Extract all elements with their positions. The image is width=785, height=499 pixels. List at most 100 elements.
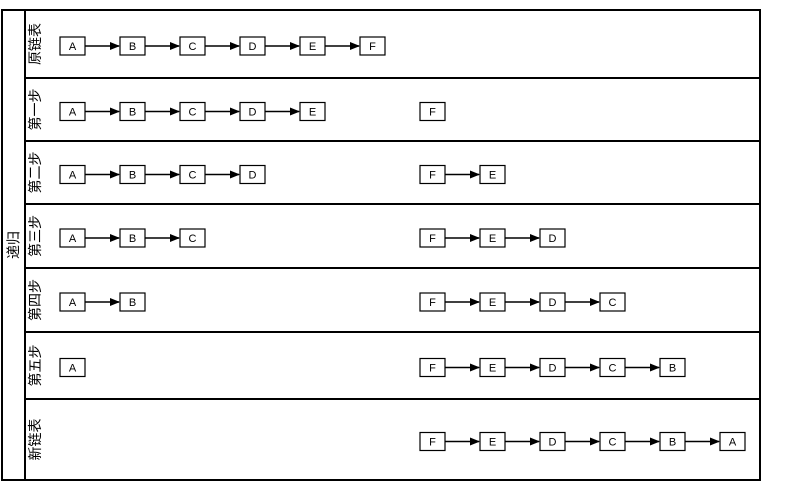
list-node: B (659, 431, 686, 452)
node-label: F (429, 363, 436, 375)
list-node: C (599, 357, 626, 378)
node-label: C (189, 41, 197, 53)
node-label: D (249, 170, 257, 182)
list-node: E (299, 36, 326, 56)
list-node: D (539, 431, 566, 452)
list-node: A (59, 292, 86, 312)
node-box (719, 431, 746, 452)
node-box (299, 101, 326, 122)
node-label: E (309, 41, 316, 53)
step-row: 原链表 A B C D E F (28, 23, 386, 65)
list-node: F (419, 101, 446, 122)
node-label: F (429, 233, 436, 245)
list-node: D (539, 228, 566, 248)
list-node: F (359, 36, 386, 56)
node-label: E (489, 297, 496, 309)
node-label: C (189, 170, 197, 182)
list-node: B (119, 292, 146, 312)
node-label: A (69, 297, 77, 309)
list-node: C (599, 292, 626, 312)
row-label: 第三步 (27, 215, 44, 257)
node-label: F (429, 297, 436, 309)
list-node: A (59, 164, 86, 185)
list-node: E (479, 292, 506, 312)
list-node: B (119, 228, 146, 248)
row-label: 原链表 (28, 23, 44, 65)
node-label: B (129, 233, 136, 245)
list-node: F (419, 431, 446, 452)
list-node: F (419, 292, 446, 312)
list-node: A (59, 36, 86, 56)
node-box (239, 164, 266, 185)
list-node: A (59, 101, 86, 122)
node-label: F (429, 437, 436, 449)
node-label: E (489, 437, 496, 449)
node-label: D (549, 363, 557, 375)
node-label: F (429, 107, 436, 119)
node-box (59, 357, 86, 378)
list-node: A (59, 357, 86, 378)
list-node: D (539, 357, 566, 378)
node-label: A (69, 41, 77, 53)
row-label: 新链表 (28, 419, 44, 461)
list-node: E (479, 228, 506, 248)
node-label: E (489, 170, 496, 182)
row-label: 第二步 (27, 152, 44, 194)
outer-border (1, 9, 761, 481)
node-label: B (129, 41, 136, 53)
node-label: B (669, 363, 676, 375)
list-node: B (119, 101, 146, 122)
node-box (479, 164, 506, 185)
row-label: 第四步 (27, 279, 44, 321)
node-label: D (549, 233, 557, 245)
list-node: D (239, 164, 266, 185)
list-node: B (119, 164, 146, 185)
list-node: C (179, 228, 206, 248)
node-label: B (129, 107, 136, 119)
node-label: C (609, 297, 617, 309)
node-label: E (489, 233, 496, 245)
list-node: A (59, 228, 86, 248)
node-label: D (249, 41, 257, 53)
node-label: A (729, 437, 737, 449)
node-box (539, 228, 566, 248)
node-label: C (189, 233, 197, 245)
step-row: 第一步 A B C D E F (27, 89, 446, 131)
list-node: B (659, 357, 686, 378)
node-label: C (609, 363, 617, 375)
list-node: E (479, 164, 506, 185)
row-label: 第一步 (27, 89, 44, 131)
step-rows: 原链表 A B C D E F 第一步 A B C D E F 第二步 A B C D F E 第三步 A B C F E D 第四步 A… (27, 23, 746, 461)
list-node: F (419, 164, 446, 185)
list-node: E (479, 431, 506, 452)
list-node: B (119, 36, 146, 56)
node-label: B (129, 297, 136, 309)
list-node: C (179, 36, 206, 56)
list-node: A (719, 431, 746, 452)
table-frame (1, 9, 761, 481)
node-label: B (669, 437, 676, 449)
node-label: C (189, 107, 197, 119)
row-label: 第五步 (27, 345, 44, 387)
node-box (359, 36, 386, 56)
node-label: E (489, 363, 496, 375)
node-label: C (609, 437, 617, 449)
node-label: A (69, 107, 77, 119)
list-node: D (239, 36, 266, 56)
node-label: D (549, 437, 557, 449)
node-label: A (69, 363, 77, 375)
node-label: E (309, 107, 316, 119)
node-label: D (249, 107, 257, 119)
node-box (179, 228, 206, 248)
step-row: 第二步 A B C D F E (27, 152, 506, 194)
node-label: A (69, 233, 77, 245)
list-node: C (599, 431, 626, 452)
step-row: 新链表 F E D C B A (28, 419, 746, 461)
node-box (419, 101, 446, 122)
list-node: E (479, 357, 506, 378)
step-row: 第五步 A F E D C B (27, 345, 686, 387)
list-node: E (299, 101, 326, 122)
node-box (659, 357, 686, 378)
node-label: F (429, 170, 436, 182)
